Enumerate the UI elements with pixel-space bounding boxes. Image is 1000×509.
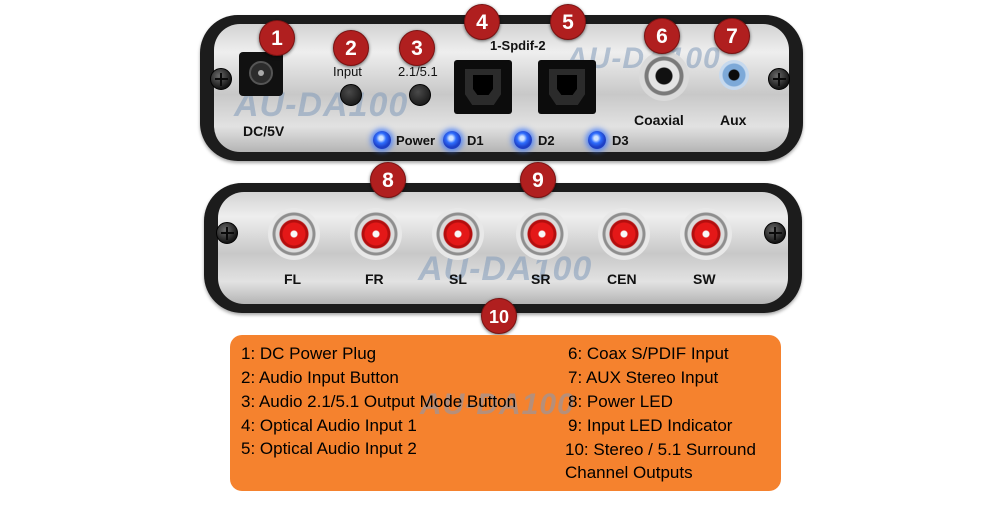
- callout-badge-10: 10: [481, 298, 517, 334]
- callout-badge-2: 2: [333, 30, 369, 66]
- screw-icon: [768, 68, 790, 90]
- dc-label: DC/5V: [243, 123, 285, 139]
- watermark: AU-DA100: [420, 388, 575, 421]
- callout-badge-8: 8: [370, 162, 406, 198]
- mode-button[interactable]: [409, 84, 431, 106]
- d3-led: [588, 131, 606, 149]
- callout-badge-7: 7: [714, 18, 750, 54]
- callout-badge-4: 4: [464, 4, 500, 40]
- legend-item: 7: AUX Stereo Input: [568, 368, 719, 387]
- d1-led: [443, 131, 461, 149]
- channel-label-sl: SL: [449, 271, 467, 287]
- legend-item: 4: Optical Audio Input 1: [241, 416, 417, 435]
- power-led-label: Power: [396, 133, 436, 148]
- legend-item: 3: Audio 2.1/5.1 Output Mode Button: [241, 392, 517, 411]
- d1-led-label: D1: [467, 133, 484, 148]
- power-led: [373, 131, 391, 149]
- d2-led-label: D2: [538, 133, 555, 148]
- legend-item: 2: Audio Input Button: [241, 368, 399, 387]
- legend-item: 10: Stereo / 5.1 Surround: [565, 440, 756, 459]
- callout-badge-1: 1: [259, 20, 295, 56]
- channel-label-cen: CEN: [607, 271, 637, 287]
- legend-item: 1: DC Power Plug: [241, 344, 377, 363]
- d2-led: [514, 131, 532, 149]
- callout-badge-6: 6: [644, 18, 680, 54]
- legend-box: [230, 335, 781, 491]
- screw-icon: [764, 222, 786, 244]
- callout-badge-5: 5: [550, 4, 586, 40]
- coaxial-jack: [639, 51, 689, 101]
- legend-item: Channel Outputs: [565, 463, 693, 482]
- legend-item: 8: Power LED: [568, 392, 673, 411]
- rca-jack-sr: [516, 208, 568, 260]
- optical-input-1: [454, 60, 512, 114]
- input-button[interactable]: [340, 84, 362, 106]
- callout-badge-9: 9: [520, 162, 556, 198]
- channel-label-sr: SR: [531, 271, 551, 287]
- screw-icon: [210, 68, 232, 90]
- d3-led-label: D3: [612, 133, 629, 148]
- legend-item: 5: Optical Audio Input 2: [241, 439, 417, 458]
- legend-item: 6: Coax S/PDIF Input: [568, 344, 729, 363]
- optical-port: [465, 69, 501, 105]
- dc-jack-socket: [249, 61, 273, 85]
- mode-label: 2.1/5.1: [398, 64, 438, 79]
- callout-badge-3: 3: [399, 30, 435, 66]
- dc-power-jack: [239, 52, 283, 96]
- rca-jack-sw: [680, 208, 732, 260]
- optical-port: [549, 69, 585, 105]
- channel-label-sw: SW: [693, 271, 716, 287]
- channel-label-fr: FR: [365, 271, 384, 287]
- screw-icon: [216, 222, 238, 244]
- rca-jack-cen: [598, 208, 650, 260]
- rca-jack-fr: [350, 208, 402, 260]
- aux-jack: [719, 60, 749, 90]
- optical-input-2: [538, 60, 596, 114]
- legend-item: 9: Input LED Indicator: [568, 416, 733, 435]
- input-label: Input: [333, 64, 362, 79]
- spdif-label: 1-Spdif-2: [490, 38, 546, 53]
- rca-jack-sl: [432, 208, 484, 260]
- coaxial-label: Coaxial: [634, 112, 684, 128]
- rca-jack-fl: [268, 208, 320, 260]
- channel-label-fl: FL: [284, 271, 302, 287]
- aux-label: Aux: [720, 112, 747, 128]
